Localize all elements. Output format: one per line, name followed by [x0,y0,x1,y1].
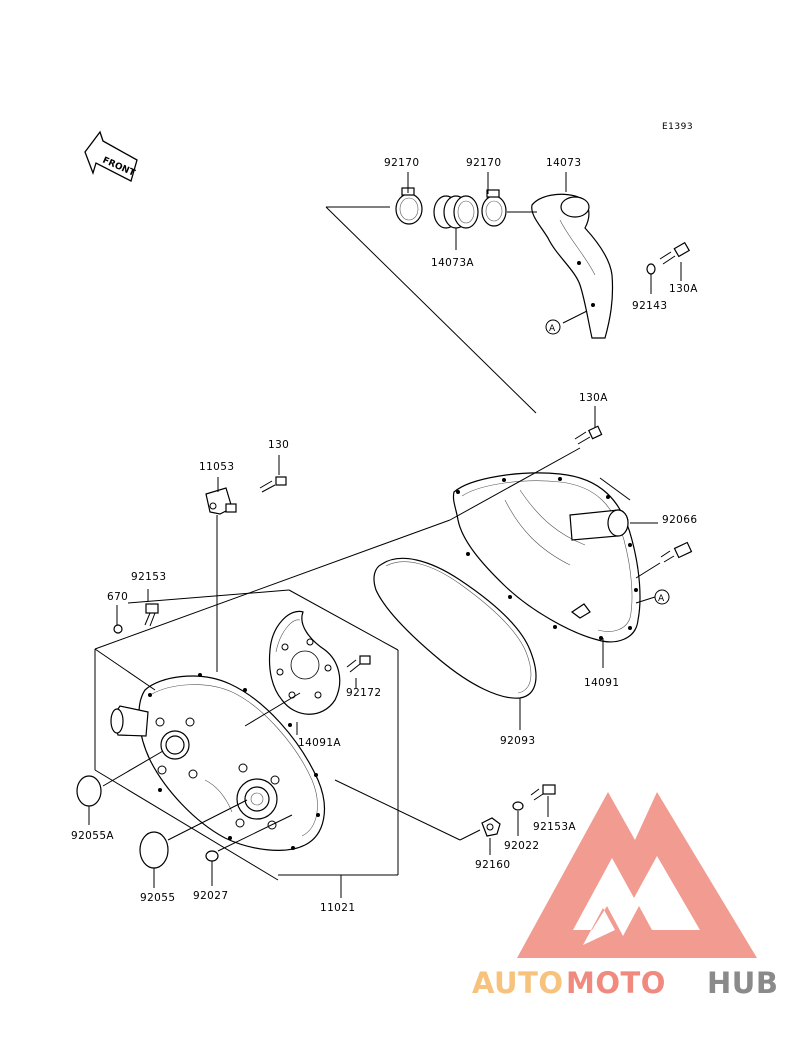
gasket-92093 [373,557,537,699]
label-92093: 92093 [500,735,535,747]
ref-marker-a-mid: A [654,589,670,605]
o-ring-92055a [76,775,102,807]
ref-marker-label: A [549,324,556,334]
clutch-outer-cover [452,472,641,643]
fitting-92066 [660,541,693,563]
label-14091a: 14091A [298,737,341,749]
leader-lines-mid [94,406,661,730]
label-92170-a: 92170 [384,157,419,169]
label-92172: 92172 [346,687,381,699]
washer-92022 [512,801,524,811]
label-92153a: 92153A [533,821,576,833]
label-92055: 92055 [140,892,175,904]
part-labels: 92170 92170 14073 14073A 130A 92143 130A… [71,157,698,914]
clutch-inner-cover [110,673,326,851]
watermark-logo-icon [517,792,757,958]
ref-marker-a-top: A [545,319,561,335]
front-arrow-icon: FRONT [84,130,138,182]
washer-92027 [205,850,219,862]
leader-lines-top [325,172,682,414]
intake-duct-group [395,187,691,339]
bolt-130 [259,476,287,493]
watermark-text: AUTO MOTO HUB [472,966,778,1000]
label-670: 670 [107,591,128,603]
label-130a-top: 130A [669,283,698,295]
label-92160: 92160 [475,859,510,871]
leader-lines-lower [88,455,549,898]
bolt-92153 [144,603,159,627]
o-ring-92055 [139,831,169,869]
label-11021: 11021 [320,902,355,914]
label-92055a: 92055A [71,830,114,842]
watermark-part3: HUB [707,966,778,1000]
label-14073a: 14073A [431,257,474,269]
label-92066: 92066 [662,514,697,526]
label-92153: 92153 [131,571,166,583]
label-130a-mid: 130A [579,392,608,404]
bolt-130a-top [659,241,691,265]
bracket-11053 [205,487,237,515]
label-14091: 14091 [584,677,619,689]
bolt-92153a [530,784,556,801]
label-11053: 11053 [199,461,234,473]
rubber-boot [433,195,479,229]
watermark-part1: AUTO [472,966,564,1000]
hose-clamp-b [481,189,507,227]
watermark-part2: MOTO [566,966,666,1000]
label-14073: 14073 [546,157,581,169]
cover-plate-14091a [268,610,341,715]
bolt-92172 [346,655,371,673]
bolt-130a-mid [574,425,603,445]
plug-92160 [481,817,501,837]
diagram-code: E1393 [662,122,693,132]
label-92022: 92022 [504,840,539,852]
ref-marker-label: A [658,594,665,604]
label-130: 130 [268,439,289,451]
intake-duct [531,193,614,339]
hose-clamp-a [395,187,423,225]
label-92143: 92143 [632,300,667,312]
label-92170-b: 92170 [466,157,501,169]
label-92027: 92027 [193,890,228,902]
washer-670 [113,624,123,634]
washer-92143 [646,263,656,275]
